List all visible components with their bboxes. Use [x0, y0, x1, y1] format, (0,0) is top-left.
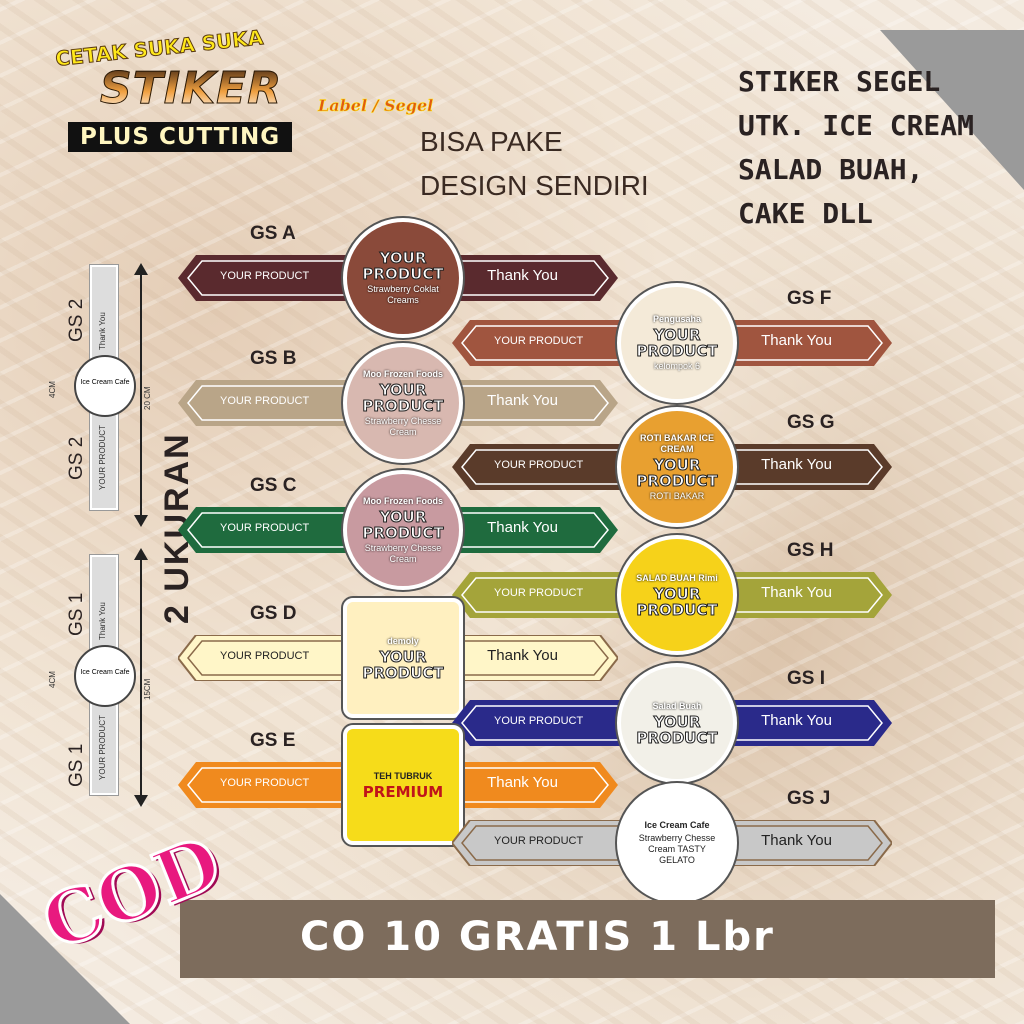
logo-title: STIKER — [99, 63, 283, 114]
width-label: 4CM — [48, 381, 57, 398]
sticker-circle: Moo Frozen Foods YOUR PRODUCT Strawberry… — [343, 343, 463, 463]
circle-top-text: TEH TUBRUK — [373, 770, 433, 781]
circle-main-text: YOUR PRODUCT — [362, 249, 444, 283]
circle-top-text: Ice Cream Cafe — [644, 820, 710, 830]
circle-top-text: Salad Buah — [652, 700, 702, 711]
mini-your-product: YOUR PRODUCT — [98, 425, 107, 490]
circle-sub-text: kelompok 6 — [653, 361, 701, 371]
length-label: 20 CM — [143, 386, 152, 410]
sticker-circle: Moo Frozen Foods YOUR PRODUCT Strawberry… — [343, 470, 463, 590]
size-label: GS 2 — [66, 298, 87, 342]
mini-circle: Ice Cream Cafe — [74, 645, 136, 707]
thank-you-text: Thank You — [761, 332, 832, 349]
circle-top-text: ROTI BAKAR ICE CREAM — [640, 432, 714, 454]
sticker-code: GS A — [250, 223, 296, 244]
sticker-code: GS I — [787, 668, 826, 689]
sticker-code: GS D — [250, 603, 297, 624]
sticker-circle: ROTI BAKAR ICE CREAM YOUR PRODUCT ROTI B… — [617, 407, 737, 527]
thank-you-text: Thank You — [487, 267, 558, 284]
tagline-line: DESIGN SENDIRI — [420, 170, 649, 201]
circle-main-text: PREMIUM — [362, 782, 444, 801]
thank-you-text: Thank You — [761, 712, 832, 729]
circle-main-text: YOUR PRODUCT — [636, 455, 718, 490]
circle-main-text: YOUR PRODUCT — [362, 507, 444, 542]
circle-sub-text: Strawberry Chesse Cream — [364, 415, 442, 437]
your-product-text: YOUR PRODUCT — [494, 335, 584, 347]
your-product-text: YOUR PRODUCT — [494, 835, 584, 847]
circle-main-text: YOUR PRODUCT — [636, 584, 718, 619]
sticker-code: GS E — [250, 730, 296, 751]
sticker-code: GS B — [250, 348, 297, 369]
logo-side: Label / Segel — [318, 96, 434, 116]
mini-circle: Ice Cream Cafe — [74, 355, 136, 417]
thank-you-text: Thank You — [761, 832, 832, 849]
circle-sub-text: Strawberry Chesse Cream — [364, 542, 442, 564]
promo-banner — [180, 900, 995, 978]
circle-main-text: YOUR PRODUCT — [362, 647, 444, 682]
your-product-text: YOUR PRODUCT — [220, 270, 310, 282]
tagline: BISA PAKE DESIGN SENDIRI — [420, 120, 649, 208]
circle-sub-text: Strawberry Coklat Creams — [367, 284, 439, 305]
thank-you-text: Thank You — [761, 584, 832, 601]
tagline-line: BISA PAKE — [420, 126, 563, 157]
mini-your-product: YOUR PRODUCT — [98, 715, 107, 780]
sticker-code: GS H — [787, 540, 834, 561]
mini-circle-text: Ice Cream Cafe — [80, 379, 130, 386]
width-label: 4CM — [48, 671, 57, 688]
headline-line: UTK. ICE CREAM — [738, 109, 975, 142]
thank-you-text: Thank You — [487, 647, 558, 664]
length-label: 15CM — [143, 678, 152, 700]
circle-main-text: YOUR PRODUCT — [636, 326, 718, 360]
size-label: GS 1 — [66, 592, 87, 636]
headline-line: SALAD BUAH, — [738, 153, 924, 186]
circle-sub-text: Strawberry Chesse Cream TASTY GELATO — [638, 833, 716, 865]
your-product-text: YOUR PRODUCT — [494, 587, 584, 599]
sticker-band: YOUR PRODUCT Thank You — [178, 762, 618, 808]
sticker-code: GS G — [787, 412, 835, 433]
size-label: GS 2 — [66, 436, 87, 480]
mini-thank-you: Thank You — [98, 602, 107, 640]
your-product-text: YOUR PRODUCT — [220, 777, 310, 789]
your-product-text: YOUR PRODUCT — [220, 650, 310, 662]
logo-bar: PLUS CUTTING — [68, 122, 293, 152]
thank-you-text: Thank You — [487, 774, 558, 791]
headline-line: CAKE DLL — [738, 197, 873, 230]
thank-you-text: Thank You — [487, 392, 558, 409]
circle-top-text: SALAD BUAH Rimi — [636, 572, 718, 583]
your-product-text: YOUR PRODUCT — [494, 459, 584, 471]
circle-sub-text: ROTI BAKAR — [649, 490, 705, 501]
headline: STIKER SEGEL UTK. ICE CREAM SALAD BUAH, … — [738, 60, 974, 236]
sticker-circle: Pengusaha YOUR PRODUCT kelompok 6 — [617, 283, 737, 403]
sticker-code: GS F — [787, 288, 832, 309]
sticker-circle: Salad Buah YOUR PRODUCT — [617, 663, 737, 783]
circle-top-text: Moo Frozen Foods — [363, 495, 443, 506]
sticker-circle: YOUR PRODUCT Strawberry Coklat Creams — [343, 218, 463, 338]
sticker-code: GS J — [787, 788, 831, 809]
size-label: GS 1 — [66, 743, 87, 787]
mini-thank-you: Thank You — [98, 312, 107, 350]
sticker-circle: Ice Cream Cafe Strawberry Chesse Cream T… — [617, 783, 737, 903]
your-product-text: YOUR PRODUCT — [494, 715, 584, 727]
mini-circle-text: Ice Cream Cafe — [80, 669, 130, 676]
circle-main-text: YOUR PRODUCT — [362, 380, 444, 415]
promo-text: CO 10 GRATIS 1 Lbr — [300, 914, 775, 960]
sticker-code: GS C — [250, 475, 297, 496]
corner-decoration — [0, 894, 130, 1024]
circle-top-text: Pengusaha — [652, 314, 701, 324]
circle-top-text: demoly — [387, 635, 419, 646]
your-product-text: YOUR PRODUCT — [220, 395, 310, 407]
circle-top-text: Moo Frozen Foods — [363, 368, 443, 379]
thank-you-text: Thank You — [487, 519, 558, 536]
thank-you-text: Thank You — [761, 456, 832, 473]
sticker-circle: TEH TUBRUK PREMIUM — [343, 725, 463, 845]
sticker-circle: SALAD BUAH Rimi YOUR PRODUCT — [617, 535, 737, 655]
length-arrow-gs1 — [134, 548, 148, 807]
sticker-circle: demoly YOUR PRODUCT — [343, 598, 463, 718]
your-product-text: YOUR PRODUCT — [220, 522, 310, 534]
circle-main-text: YOUR PRODUCT — [636, 712, 718, 747]
length-arrow-gs2 — [134, 263, 148, 527]
headline-line: STIKER SEGEL — [738, 65, 941, 98]
